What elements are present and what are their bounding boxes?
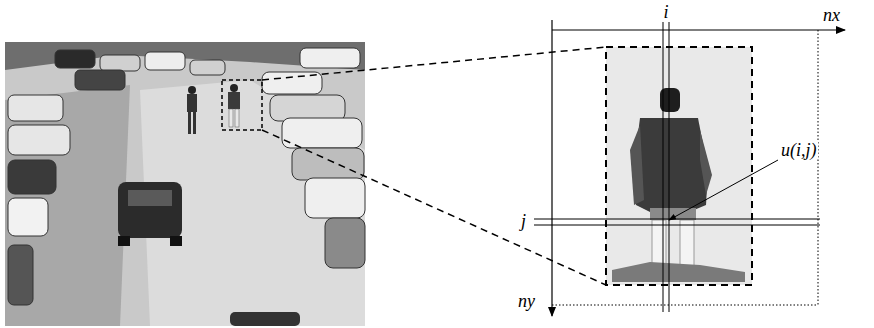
axis-label: i	[662, 3, 669, 21]
axis-label: ny	[517, 292, 536, 310]
axes	[534, 20, 845, 316]
axis-label: j	[520, 212, 527, 230]
axis-label: u(i,j)	[780, 141, 818, 159]
crop-image	[606, 47, 752, 285]
zoom-lines	[262, 47, 606, 285]
parking-photo	[5, 42, 365, 326]
axis-label: nx	[822, 6, 841, 24]
